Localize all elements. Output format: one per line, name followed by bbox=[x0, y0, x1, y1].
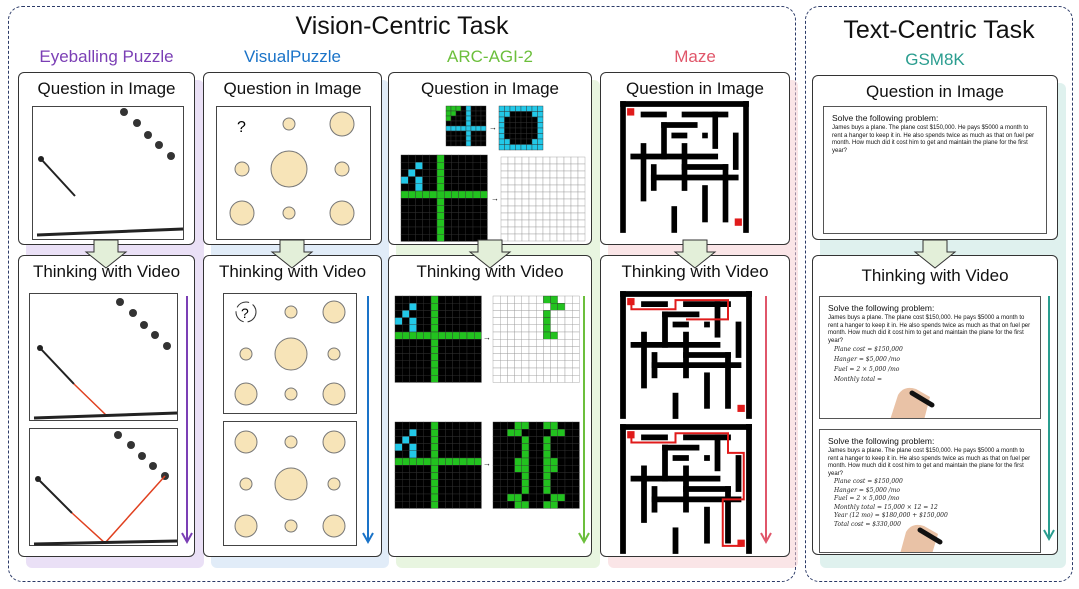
maze-start bbox=[627, 298, 635, 306]
thinking-header: Thinking with Video bbox=[861, 266, 1009, 285]
thinking-header: Thinking with Video bbox=[416, 262, 564, 281]
text-centric-title: Text-Centric Task bbox=[843, 16, 1035, 44]
step: Plane cost = $150,000 bbox=[834, 478, 903, 485]
arrow-icon: → bbox=[491, 194, 499, 203]
gsm8k-frame-2: Solve the following problem: James buys … bbox=[819, 429, 1041, 553]
arc-small-input bbox=[445, 105, 487, 147]
step: Fuel = 2 × 5,000 /mo bbox=[834, 495, 900, 502]
solution-path bbox=[630, 432, 745, 547]
arrow-icon: → bbox=[489, 123, 497, 132]
step: Monthly total = bbox=[834, 376, 882, 383]
maze bbox=[620, 101, 749, 233]
eyeballing-drawing bbox=[36, 108, 184, 237]
visualpuzzle-question-card: Question in Image ? bbox=[203, 72, 382, 245]
thinking-header: Thinking with Video bbox=[218, 262, 367, 281]
eyeballing-puzzle-label: Eyeballing Puzzle bbox=[39, 47, 174, 66]
maze-start bbox=[627, 108, 635, 116]
arc-question-card: Question in Image →→ bbox=[388, 72, 592, 245]
step: Year (12 mo) = $180,000 + $150,000 bbox=[834, 512, 948, 519]
visualpuzzle-label: VisualPuzzle bbox=[243, 47, 342, 66]
visualpuzzle-frame-1: ? bbox=[223, 293, 357, 414]
maze-start bbox=[627, 431, 635, 439]
thinking-header: Thinking with Video bbox=[32, 262, 181, 281]
eyeballing-frame-1 bbox=[29, 293, 178, 421]
problem-text: James buys a plane. The plane cost $150,… bbox=[828, 448, 1031, 477]
maze-label: Maze bbox=[674, 47, 716, 66]
vision-centric-title: Vision-Centric Task bbox=[295, 12, 509, 40]
problem-text: James buys a plane. The plane cost $150,… bbox=[832, 125, 1035, 154]
arc-agi-2-label: ARC-AGI-2 bbox=[447, 47, 533, 66]
maze-goal bbox=[737, 404, 745, 412]
arc-empty-output bbox=[500, 156, 586, 242]
problem-text: James buys a plane. The plane cost $150,… bbox=[828, 315, 1031, 344]
arc-frame2-output bbox=[492, 421, 580, 509]
hand-with-marker-icon bbox=[900, 524, 943, 552]
question-header: Question in Image bbox=[626, 79, 764, 98]
step: Monthly total = 15,000 × 12 = 12 bbox=[834, 503, 938, 511]
eyeballing-thinking-card: Thinking with Video bbox=[18, 255, 195, 557]
question-header: Question in Image bbox=[866, 82, 1004, 101]
problem-heading: Solve the following problem: bbox=[832, 113, 939, 123]
arc-frame2-input bbox=[394, 421, 482, 509]
maze-thinking-card: Thinking with Video bbox=[600, 255, 790, 557]
gsm8k-label: GSM8K bbox=[905, 50, 965, 69]
arc-thinking-grids: →→ bbox=[394, 295, 590, 545]
maze-goal bbox=[734, 218, 742, 226]
step: Hanger = $5,000 /mo bbox=[834, 356, 900, 363]
solution-path bbox=[630, 299, 729, 321]
maze-question-card: Question in Image bbox=[600, 72, 790, 245]
eyeballing-question-image bbox=[32, 106, 184, 240]
gsm8k-frame-1: Solve the following problem: James buys … bbox=[819, 296, 1041, 419]
step: Total cost = $330,000 bbox=[834, 520, 901, 528]
progress-arrow-icon bbox=[181, 296, 193, 545]
maze-question-image bbox=[620, 101, 749, 233]
question-header: Question in Image bbox=[37, 79, 176, 98]
arc-frame1-input bbox=[394, 295, 482, 383]
circle-grid: ? bbox=[229, 111, 355, 226]
gsm8k-thinking-card: Thinking with Video Solve the following … bbox=[812, 255, 1058, 555]
question-header: Question in Image bbox=[223, 79, 362, 98]
maze-frame-2 bbox=[620, 424, 752, 554]
visualpuzzle-thinking-card: Thinking with Video ? bbox=[203, 255, 382, 557]
visualpuzzle-question-image: ? bbox=[216, 106, 371, 240]
progress-arrow-icon bbox=[362, 296, 374, 545]
gsm8k-question-image: Solve the following problem: James buys … bbox=[823, 106, 1047, 234]
problem-heading: Solve the following problem: bbox=[828, 303, 935, 313]
eyeballing-question-card: Question in Image bbox=[18, 72, 195, 245]
arc-test-input bbox=[400, 154, 488, 242]
arrow-icon: → bbox=[483, 333, 491, 342]
arc-question-grids: →→ bbox=[400, 105, 586, 242]
arc-thinking-card: Thinking with Video →→ bbox=[388, 255, 592, 557]
step: Hanger = $5,000 /mo bbox=[834, 486, 900, 494]
thinking-header: Thinking with Video bbox=[621, 262, 769, 281]
step: Fuel = 2 × 5,000 /mo bbox=[834, 366, 900, 373]
hand-with-marker-icon bbox=[890, 387, 935, 418]
maze-goal bbox=[737, 539, 745, 547]
maze-thinking-frames bbox=[620, 291, 772, 554]
question-header: Question in Image bbox=[421, 79, 559, 98]
visualpuzzle-frame-2 bbox=[223, 421, 357, 546]
step: Plane cost = $150,000 bbox=[834, 346, 903, 353]
arc-small-output bbox=[498, 105, 544, 151]
eyeballing-frame-2 bbox=[29, 428, 178, 546]
svg-text:?: ? bbox=[241, 305, 249, 321]
text-centric-frame bbox=[805, 6, 1073, 582]
arrow-icon: → bbox=[483, 459, 491, 468]
problem-heading: Solve the following problem: bbox=[828, 436, 935, 446]
progress-arrow-icon bbox=[1043, 296, 1055, 542]
arc-frame1-output bbox=[492, 295, 580, 383]
maze-frame-1 bbox=[620, 291, 752, 419]
svg-text:?: ? bbox=[237, 119, 246, 136]
gsm8k-question-card: Question in Image Solve the following pr… bbox=[812, 75, 1058, 240]
